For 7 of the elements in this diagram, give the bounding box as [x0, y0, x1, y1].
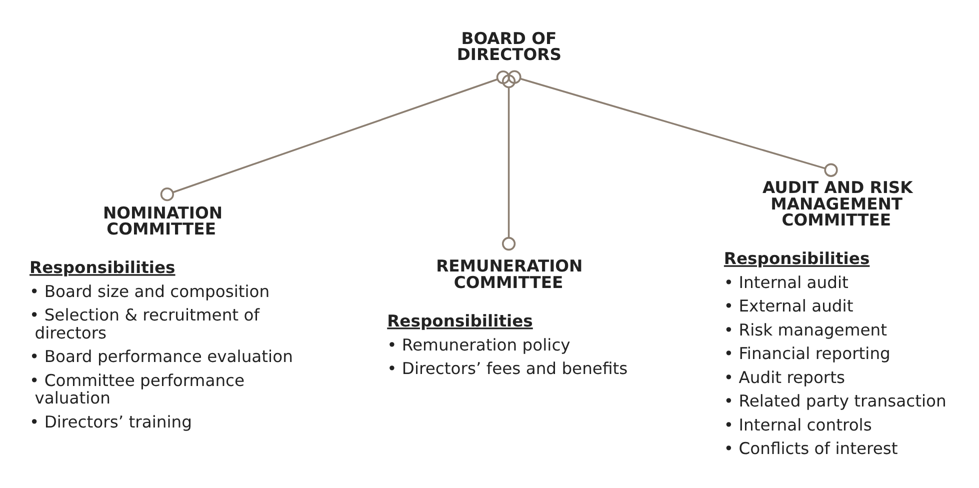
connector — [502, 74, 516, 250]
connector — [160, 70, 510, 201]
node-text: AUDIT AND RISK MANAGEMENT COMMITTEE Responsibilities • Internal audit • External audit • Risk management • Financial reporting • Audit reports • Related party transaction • Internal controls • Conflicts of interest — [724, 178, 946, 458]
connector — [508, 70, 838, 176]
node-text: BOARD OF DIRECTORS — [456, 28, 562, 64]
node-text: NOMINATION COMMITTEE Responsibilities • Board size and composition • Selection & recruitment of directors • Board performance evaluation • Committee performance valuation • Directors’ training — [30, 202, 293, 431]
node-text: REMUNERATION COMMITTEE Responsibilities • Remuneration policy • Directors’ fees and benefits — [387, 256, 628, 378]
